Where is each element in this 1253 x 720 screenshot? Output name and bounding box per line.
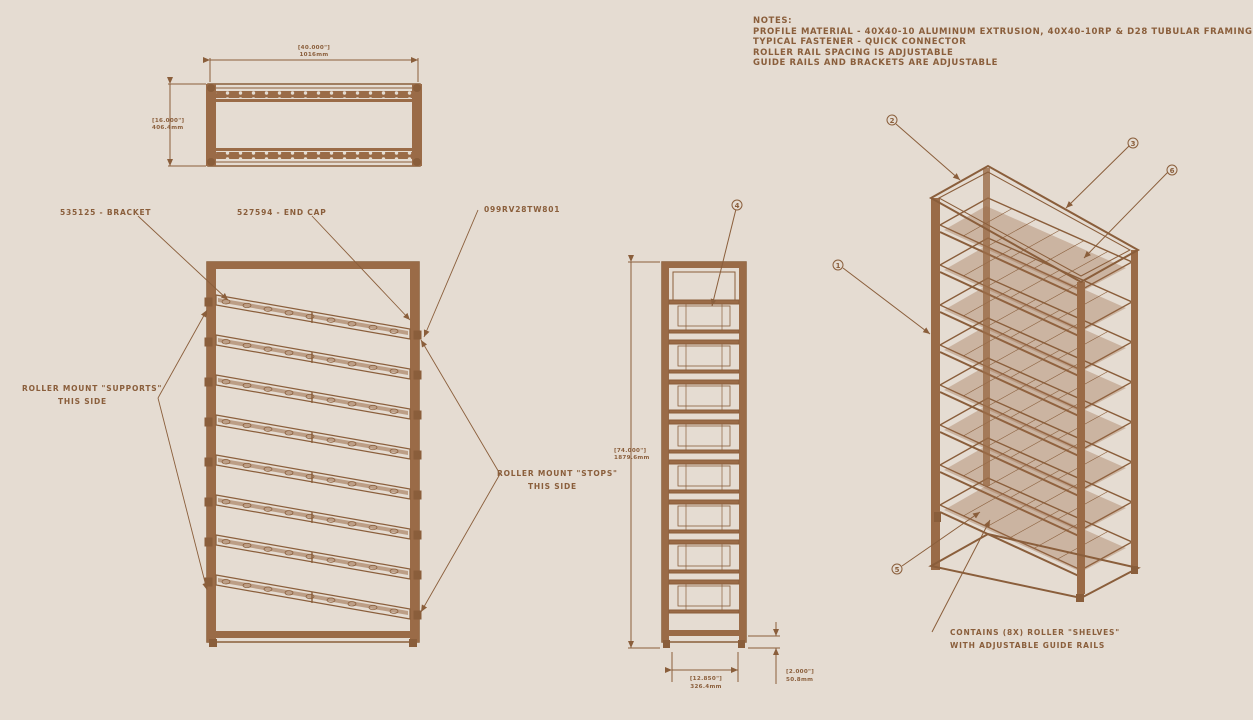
- side-shelf: [668, 499, 740, 534]
- balloon-1: 1: [832, 259, 844, 271]
- bracket-left: [204, 417, 213, 427]
- end-cap-right: [413, 530, 422, 540]
- svg-text:6: 6: [1170, 167, 1175, 175]
- callout-supports-line2: THIS SIDE: [58, 397, 107, 406]
- dim-side-width-in: [12.850"]: [690, 676, 722, 682]
- note-line: ROLLER RAIL SPACING IS ADJUSTABLE: [753, 47, 954, 58]
- end-cap-right: [413, 570, 422, 580]
- note-line: GUIDE RAILS AND BRACKETS ARE ADJUSTABLE: [753, 58, 998, 69]
- roller-shelf: [204, 294, 422, 340]
- side-shelf: [668, 419, 740, 454]
- roller-shelf: [204, 374, 422, 420]
- callout-shelves-line2: WITH ADJUSTABLE GUIDE RAILS: [950, 641, 1105, 650]
- drawing-sheet: NOTES: PROFILE MATERIAL - 40X40-10 ALUMI…: [22, 16, 1253, 690]
- roller-shelf: [204, 414, 422, 460]
- bracket-left: [204, 297, 213, 307]
- side-shelf: [668, 579, 740, 614]
- note-line: TYPICAL FASTENER - QUICK CONNECTOR: [753, 37, 967, 48]
- svg-text:2: 2: [890, 117, 895, 125]
- balloon-5: 5: [891, 563, 903, 575]
- bracket-left: [204, 337, 213, 347]
- bracket-left: [204, 377, 213, 387]
- roller-shelf: [204, 494, 422, 540]
- front-leaders: [137, 209, 501, 613]
- svg-text:4: 4: [735, 202, 740, 210]
- roller-shelf: [204, 574, 422, 620]
- bracket-left: [204, 537, 213, 547]
- dim-height-mm: 1879.6mm: [614, 455, 650, 461]
- callout-shelves-line1: CONTAINS (8X) ROLLER "SHELVES": [950, 628, 1120, 637]
- dim-side-width-mm: 326.4mm: [690, 684, 721, 690]
- dim-top-width-in: [40.000"]: [298, 45, 330, 51]
- notes-block: NOTES: PROFILE MATERIAL - 40X40-10 ALUMI…: [753, 16, 1253, 69]
- dim-top-width-mm: 1016mm: [299, 52, 328, 58]
- balloon-4: 4: [731, 199, 743, 211]
- roller-shelf: [204, 534, 422, 580]
- side-shelf: [668, 539, 740, 574]
- dim-height-in: [74.000"]: [614, 448, 646, 454]
- bracket-left: [204, 497, 213, 507]
- top-view: [167, 57, 422, 167]
- isometric-view: [842, 123, 1169, 633]
- callout-supports-line1: ROLLER MOUNT "SUPPORTS": [22, 384, 162, 393]
- end-cap-right: [413, 490, 422, 500]
- end-cap-right: [413, 330, 422, 340]
- side-shelf: [668, 299, 740, 334]
- front-view: [204, 261, 422, 647]
- roller-shelf: [204, 334, 422, 380]
- note-line: PROFILE MATERIAL - 40X40-10 ALUMINUM EXT…: [753, 26, 1253, 37]
- end-cap-right: [413, 450, 422, 460]
- balloon-6: 6: [1166, 164, 1178, 176]
- bracket-left: [204, 457, 213, 467]
- balloon-2: 2: [886, 114, 898, 126]
- dim-top-depth-in: [16.000"]: [152, 118, 184, 124]
- end-cap-right: [413, 410, 422, 420]
- callout-end-cap: 527594 - END CAP: [237, 208, 327, 217]
- dim-foot-mm: 50.8mm: [786, 677, 813, 683]
- balloon-3: 3: [1127, 137, 1139, 149]
- callout-stops-line1: ROLLER MOUNT "STOPS": [497, 469, 618, 478]
- side-shelf: [668, 379, 740, 414]
- end-cap-right: [413, 370, 422, 380]
- svg-text:5: 5: [895, 566, 900, 574]
- svg-text:3: 3: [1131, 140, 1136, 148]
- technical-drawing: [40.000"] 1016mm [16.000"] 406.4mm 53512…: [22, 45, 1178, 690]
- end-cap-right: [413, 610, 422, 620]
- svg-text:1: 1: [836, 262, 841, 270]
- callout-part-number: 099RV28TW801: [484, 205, 560, 214]
- side-shelf: [668, 459, 740, 494]
- side-view: [628, 208, 780, 684]
- side-shelf: [668, 339, 740, 374]
- notes-title: NOTES:: [753, 16, 793, 26]
- dim-foot-in: [2.000"]: [786, 669, 814, 675]
- callout-stops-line2: THIS SIDE: [528, 482, 577, 491]
- roller-shelf: [204, 454, 422, 500]
- dim-top-depth-mm: 406.4mm: [152, 125, 183, 131]
- callout-bracket: 535125 - BRACKET: [60, 208, 151, 217]
